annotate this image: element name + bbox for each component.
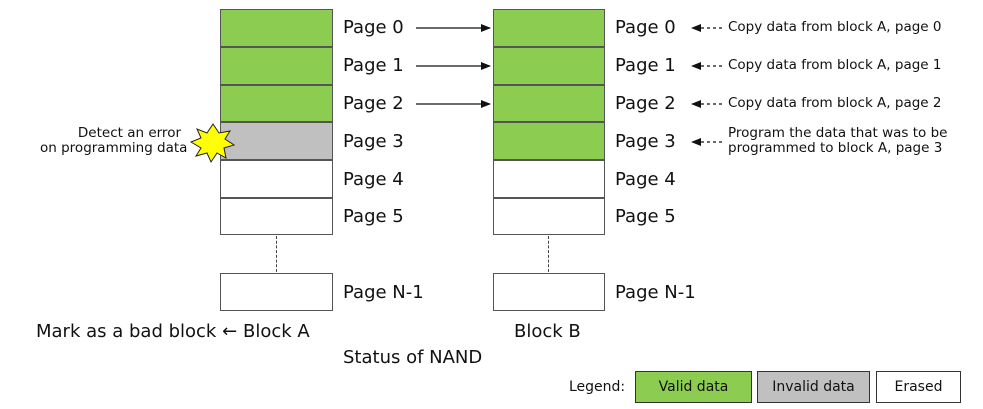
legend-erased: Erased — [876, 371, 961, 403]
diagram-title: Status of NAND — [343, 347, 483, 368]
block-b-label-page-5: Page 5 — [615, 206, 676, 227]
block-a-page-5 — [220, 198, 333, 235]
block-a-caption: Block A — [243, 321, 310, 342]
legend-label: Legend: — [569, 379, 626, 395]
legend-valid: Valid data — [635, 371, 752, 403]
block-b-label-page-1: Page 1 — [615, 55, 676, 76]
block-b-continuation — [548, 236, 549, 272]
block-b-label-page-2: Page 2 — [615, 93, 676, 114]
block-a-page-1 — [220, 47, 333, 85]
block-a-page-n-1 — [220, 273, 333, 311]
block-a-label-page-n-1: Page N-1 — [343, 282, 424, 303]
block-a-continuation — [276, 236, 277, 272]
block-b-page-4 — [493, 160, 605, 198]
block-a-label-page-0: Page 0 — [343, 17, 404, 38]
note-copy-page-0: Copy data from block A, page 0 — [728, 19, 942, 35]
block-a-label-page-2: Page 2 — [343, 93, 404, 114]
block-b-page-0 — [493, 9, 605, 47]
block-a-page-0 — [220, 9, 333, 47]
program-note-line-2: programmed to block A, page 3 — [728, 140, 943, 156]
block-a-label-page-1: Page 1 — [343, 55, 404, 76]
note-program-page-3: Program the data that was to be programm… — [728, 126, 947, 156]
block-b-page-3 — [493, 122, 605, 160]
block-b-label-page-4: Page 4 — [615, 169, 676, 190]
block-b-page-2 — [493, 85, 605, 122]
error-note: Detect an error on programming data — [40, 125, 188, 156]
program-note-line-1: Program the data that was to be — [728, 125, 948, 141]
error-starburst-icon — [189, 123, 236, 164]
block-a-label-page-3: Page 3 — [343, 131, 404, 152]
note-copy-page-1: Copy data from block A, page 1 — [728, 57, 942, 73]
block-a-label-page-4: Page 4 — [343, 169, 404, 190]
legend-invalid: Invalid data — [757, 371, 870, 403]
block-b-page-5 — [493, 198, 605, 235]
block-b-label-page-0: Page 0 — [615, 17, 676, 38]
note-copy-page-2: Copy data from block A, page 2 — [728, 95, 942, 111]
bad-block-mark: Mark as a bad block ← — [36, 321, 238, 342]
block-a-page-3 — [220, 122, 333, 160]
block-b-page-n-1 — [493, 273, 605, 311]
error-note-line-1: Detect an error — [77, 125, 181, 141]
block-b-label-page-3: Page 3 — [615, 131, 676, 152]
block-b-caption: Block B — [514, 321, 581, 342]
error-note-line-2: on programming data — [40, 140, 188, 156]
block-b-page-1 — [493, 47, 605, 85]
block-a-page-4 — [220, 160, 333, 198]
block-b-label-page-n-1: Page N-1 — [615, 282, 696, 303]
block-a-label-page-5: Page 5 — [343, 206, 404, 227]
block-a-page-2 — [220, 85, 333, 122]
